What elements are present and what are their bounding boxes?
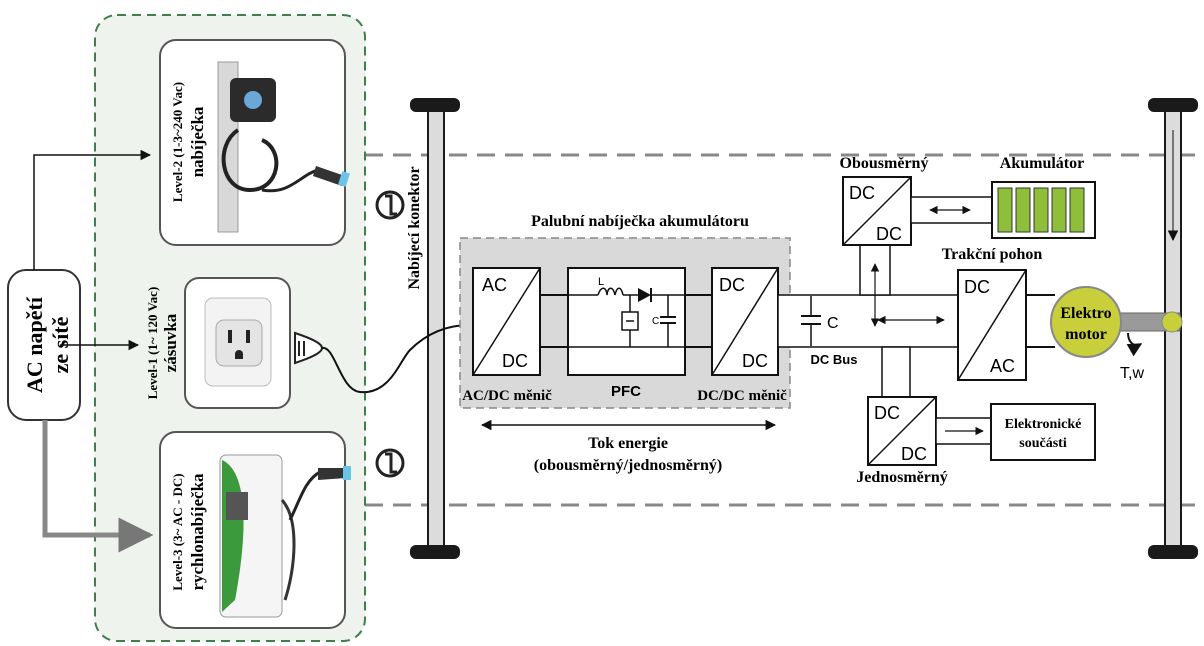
pfc-inductor-label: L bbox=[598, 276, 604, 288]
dcdc-top: DC bbox=[719, 275, 745, 295]
charging-cable bbox=[321, 324, 471, 394]
inductor-icon bbox=[597, 287, 624, 296]
electric-motor: Elektro motor T,w bbox=[1050, 286, 1183, 382]
transistor-icon bbox=[621, 295, 639, 347]
pfc-cap-label: C bbox=[652, 316, 659, 327]
source-arrows bbox=[33, 149, 154, 553]
battery-label: Akumulátor bbox=[1000, 155, 1084, 172]
unidirectional-top: DC bbox=[874, 403, 900, 423]
onboard-charger: Palubní nabíječka akumulátoru AC DC AC/D… bbox=[459, 213, 791, 409]
bidirectional-bottom: DC bbox=[876, 224, 902, 244]
battery-cell bbox=[1033, 187, 1049, 233]
traction-inverter: Trakční pohon DC AC bbox=[942, 246, 1043, 381]
charger-level2-level: Level-2 (1-3~240 Vac) bbox=[170, 82, 185, 202]
dcdc-caption: DC/DC měnič bbox=[697, 388, 787, 404]
wheel bbox=[410, 545, 460, 559]
electronic-components: Elektronické součásti bbox=[990, 403, 1096, 461]
battery-cell bbox=[1015, 187, 1031, 233]
motor-line2: motor bbox=[1065, 326, 1107, 343]
charger-level1-level: Level-1 (1~ 120 Vac) bbox=[145, 287, 160, 400]
battery-cell bbox=[1069, 187, 1085, 233]
traction-top: DC bbox=[964, 277, 990, 297]
acdc-converter: AC DC AC/DC měnič bbox=[462, 267, 552, 404]
bidirectional-label: Obousměrný bbox=[840, 155, 929, 172]
charging-connector-label: Nabíjecí konektor bbox=[406, 166, 423, 289]
electronics-line2: součásti bbox=[1019, 436, 1067, 451]
diode-icon bbox=[638, 288, 651, 302]
pfc-caption: PFC bbox=[611, 383, 641, 400]
battery-cell bbox=[1051, 187, 1067, 233]
outlet-icon bbox=[204, 297, 272, 387]
wheel bbox=[1148, 545, 1198, 559]
acdc-caption: AC/DC měnič bbox=[462, 388, 552, 404]
acdc-top: AC bbox=[482, 275, 507, 295]
electronics-line1: Elektronické bbox=[1005, 417, 1082, 432]
dcdc-converter: DC DC DC/DC měnič bbox=[697, 267, 787, 404]
energy-flow-line1: Tok energie bbox=[588, 435, 668, 452]
unidirectional-bottom: DC bbox=[901, 444, 927, 464]
pfc-stage: L C PFC bbox=[567, 267, 686, 400]
bus-capacitor-icon bbox=[800, 296, 822, 346]
charger-level3-name: rychlonabíječka bbox=[188, 473, 207, 591]
motor-output-label: T,w bbox=[1120, 365, 1144, 382]
bidirectional-top: DC bbox=[849, 183, 875, 203]
unidirectional-label: Jednosměrný bbox=[856, 469, 948, 486]
dc-bus-label: DC Bus bbox=[811, 352, 858, 367]
motor-line1: Elektro bbox=[1060, 305, 1111, 322]
socket-icon bbox=[375, 448, 405, 478]
energy-flow: Tok energie (obousměrný/jednosměrný) bbox=[480, 419, 777, 474]
charger-level3 bbox=[159, 431, 351, 629]
capacitor-icon bbox=[660, 295, 676, 347]
ac-source: AC napětí ze sítě bbox=[7, 269, 81, 421]
ac-source-line1: AC napětí bbox=[22, 296, 47, 393]
battery: Akumulátor bbox=[991, 155, 1096, 239]
acdc-bottom: DC bbox=[502, 351, 528, 371]
wheel bbox=[410, 98, 460, 112]
charger-level2-name: nabíječka bbox=[188, 106, 207, 177]
front-axle: Nabíjecí konektor bbox=[406, 98, 460, 559]
socket-icon bbox=[375, 190, 405, 220]
energy-flow-line2: (obousměrný/jednosměrný) bbox=[534, 457, 722, 474]
battery-cell bbox=[997, 187, 1013, 233]
dcdc-bottom: DC bbox=[742, 351, 768, 371]
plug-icon bbox=[318, 466, 351, 480]
unidirectional-dcdc: DC DC Jednosměrný bbox=[856, 396, 948, 486]
bus-cap-label: C bbox=[827, 315, 839, 332]
fast-charger-image bbox=[219, 454, 296, 618]
charger-level1 bbox=[184, 277, 324, 409]
plug-icon bbox=[313, 166, 350, 187]
charger-level1-name: zásuvka bbox=[161, 313, 180, 372]
dc-bus: C DC Bus bbox=[777, 294, 959, 367]
plug-icon bbox=[294, 331, 324, 365]
onboard-charger-title: Palubní nabíječka akumulátoru bbox=[531, 213, 749, 230]
traction-label: Trakční pohon bbox=[942, 246, 1043, 263]
wheel bbox=[1148, 98, 1198, 112]
traction-bottom: AC bbox=[990, 356, 1015, 376]
bidirectional-dcdc: Obousměrný DC DC bbox=[840, 155, 929, 246]
charger-level3-level: Level-3 (3~ AC - DC) bbox=[170, 473, 185, 590]
charger-level2 bbox=[159, 39, 350, 246]
torque-arrow-icon bbox=[1126, 332, 1143, 357]
charger-labels: Level-2 (1-3~240 Vac) nabíječka Level-1 … bbox=[145, 82, 207, 591]
